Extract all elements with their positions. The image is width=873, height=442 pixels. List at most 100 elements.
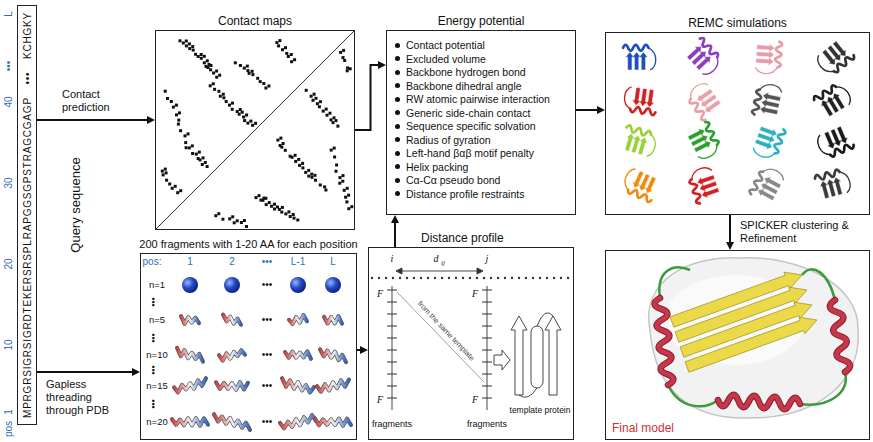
contact-dot [289,215,292,218]
contact-dot [333,116,336,119]
contact-dot [200,53,203,56]
protein-cartoon [751,122,786,161]
annotation-label: ij [441,260,445,267]
contact-dot [222,93,225,96]
annotation-label: 10 [4,339,14,350]
template-loop [519,388,537,397]
annotation-label: L [330,257,336,267]
contact-dot [251,70,254,73]
fragment-trace [181,316,199,324]
contact-dot [191,144,194,147]
contact-dot [341,180,344,183]
annotation-label: n=5 [149,315,165,325]
helix [623,45,649,51]
contact-dot [290,60,293,63]
fragment-tick [482,326,492,327]
helix [630,106,656,115]
contact-dot [294,160,297,163]
fragment-outline [177,348,203,362]
annotation-label: template protein [510,406,571,415]
helix [752,89,763,115]
contact-dot [332,121,335,124]
contact-dot [246,65,249,68]
contact-dot [206,165,209,168]
contact-dot [277,44,280,47]
contact-dot [267,85,270,88]
panel-box: Contact maps [155,30,355,230]
arrow-head [477,268,483,274]
contact-dot [248,72,251,75]
loop [621,167,637,190]
residue-sphere [290,277,306,293]
bullet-dot [395,110,400,115]
bullet-dot [395,151,400,156]
strand [632,87,643,106]
contact-dot [349,67,352,70]
annotation-label: n=20 [146,417,167,427]
contact-dot [275,41,278,44]
fragment-outline [174,378,206,392]
term-row: Backbone dihedral angle [395,80,569,94]
contact-dot [238,113,241,116]
annotation-label: ••• [148,365,157,374]
contact-dot [304,171,307,174]
position-dot [511,277,513,279]
contact-dot [278,39,281,42]
contact-dot [280,211,283,214]
strand [822,131,837,151]
protein-cartoon [620,167,660,203]
contact-dot [312,99,315,102]
contact-dot [209,84,212,87]
panel-box: REMC simulations [605,32,870,215]
term-row: RW atomic pairwise interaction [395,93,569,107]
contact-dot [164,168,167,171]
strand [696,173,716,187]
annotation-label: ••• [262,257,273,267]
annotation-label: ••• [262,350,273,360]
strand [756,56,774,66]
strand [756,50,774,60]
position-dot [518,277,520,279]
term-text: Cα-Cα pseudo bond [406,174,500,186]
contact-dot [326,114,329,117]
term-text: Contact potential [406,39,485,51]
contact-dot [210,64,213,67]
contact-dot [339,51,342,54]
term-text: Generic side-chain contact [406,107,530,119]
template-strand [545,316,561,395]
loop [668,385,718,406]
connector [357,346,368,354]
contact-dot [197,55,200,58]
contact-dot [233,221,236,224]
fragment-outline [320,349,346,362]
annotation-label: fragments [372,420,412,429]
annotation-label: d [434,254,439,264]
fragment-tick [387,362,397,363]
annotation-label: fragments [467,420,507,429]
fragment-core [324,316,342,324]
connector-line [394,221,396,247]
contact-dot [264,87,267,90]
position-dot [560,277,562,279]
contact-dot [301,166,304,169]
contact-dot [221,218,224,221]
connector [391,215,399,247]
connector-line [37,119,149,121]
strand [693,139,713,155]
connector-line [729,215,731,244]
contact-dot [273,203,276,206]
protein-surface [649,258,859,418]
bullet-dot [395,43,400,48]
fragment-tick [387,350,397,351]
annotation-label: F [377,395,383,405]
strand [632,52,641,70]
annotation-label: L [4,11,14,17]
fragment-core [317,380,349,392]
bullet-dot [395,164,400,169]
protein-cartoon [686,165,720,204]
contact-dot [184,134,187,137]
protein-cartoon [684,37,725,78]
contact-dot [188,146,191,149]
contact-dot [255,196,258,199]
